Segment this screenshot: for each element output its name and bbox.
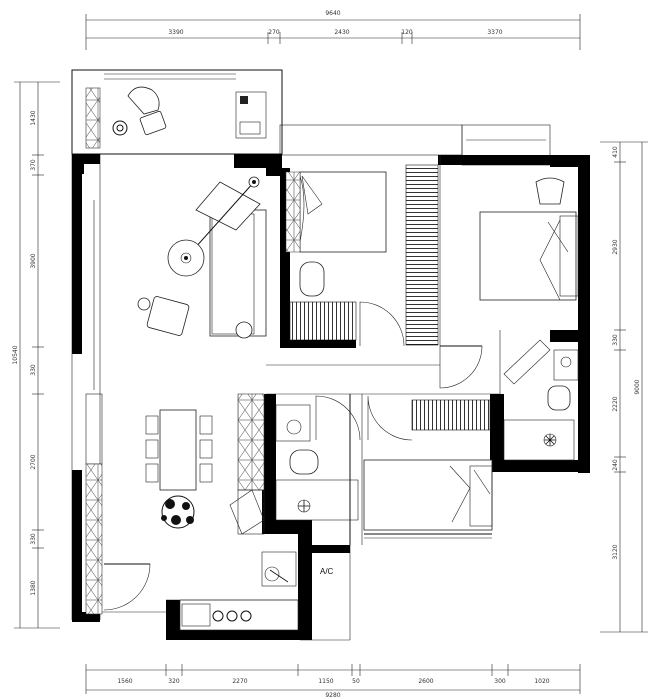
bathroom-2 xyxy=(275,395,413,521)
dim-left-seg-7: 1380 xyxy=(30,580,37,595)
dim-right-seg-2: 2930 xyxy=(612,239,619,254)
wardrobe-icon xyxy=(285,171,301,253)
bath-toilet-icon xyxy=(289,449,319,475)
dim-bottom-seg-6: 2600 xyxy=(418,678,433,685)
sofa-icon xyxy=(195,181,267,339)
dim-top-total: 9640 xyxy=(325,10,340,17)
dining-table-icon xyxy=(159,409,197,491)
dim-top-seg-5: 3370 xyxy=(487,29,502,36)
dim-right-seg-3: 330 xyxy=(612,334,619,346)
dim-top-seg-4: 120 xyxy=(401,29,413,36)
dim-left-seg-4: 330 xyxy=(30,364,37,376)
dining-area xyxy=(145,409,213,529)
dim-right-seg-5: 240 xyxy=(612,459,619,471)
lounge-chair-icon xyxy=(127,86,167,136)
balcony xyxy=(85,86,267,149)
entrance-door xyxy=(103,563,151,611)
bed-icon xyxy=(479,211,577,301)
ac-label: A/C xyxy=(320,567,334,576)
washing-machine-icon xyxy=(235,91,267,139)
wardrobe-column xyxy=(405,164,439,346)
plant-icon xyxy=(161,495,195,529)
stove-icon xyxy=(212,610,252,622)
kitchen: A/C xyxy=(179,393,334,631)
dim-top-seg-2: 270 xyxy=(268,29,280,36)
dim-right-seg-1: 410 xyxy=(612,146,619,158)
coffee-table-icon xyxy=(167,239,205,277)
dim-bottom-total: 9280 xyxy=(325,692,340,699)
dim-bottom-seg-4: 1150 xyxy=(318,678,333,685)
master-toilet-icon xyxy=(547,385,571,411)
dim-bottom-seg-2: 320 xyxy=(168,678,180,685)
bed-3-icon xyxy=(363,459,493,531)
dim-bottom-seg-3: 2270 xyxy=(232,678,247,685)
dim-right-total: 9000 xyxy=(634,379,641,394)
toilet-icon xyxy=(299,261,325,297)
dimension-right: 410 2930 330 2220 240 3120 9000 xyxy=(600,141,648,633)
dimension-left: 10540 1430 370 3900 330 2700 330 1380 xyxy=(12,81,60,629)
bedroom-1 xyxy=(280,168,405,348)
partitions xyxy=(349,155,501,545)
bedroom-3 xyxy=(363,399,493,539)
living-room xyxy=(85,176,267,615)
wall-cabinets xyxy=(85,200,103,615)
dim-left-seg-3: 3900 xyxy=(30,253,37,268)
master-bathroom xyxy=(503,339,579,461)
armchair-icon xyxy=(137,296,190,336)
structural-walls xyxy=(72,154,590,640)
kitchen-sink-icon xyxy=(261,551,297,587)
dim-left-seg-1: 1430 xyxy=(30,110,37,125)
master-bedroom xyxy=(438,155,579,389)
dim-left-total: 10540 xyxy=(12,345,19,364)
dim-bottom-seg-1: 1560 xyxy=(117,678,132,685)
dim-top-seg-3: 2430 xyxy=(334,29,349,36)
side-table-icon xyxy=(112,120,128,136)
dim-left-seg-6: 330 xyxy=(30,533,37,545)
floor-drain-icon xyxy=(297,499,311,513)
dimension-top: 9640 3390 270 2430 120 3370 xyxy=(85,10,581,50)
round-seat-icon xyxy=(535,177,565,205)
shower-icon xyxy=(543,433,557,447)
dim-bottom-seg-7: 300 xyxy=(494,678,506,685)
dimension-bottom: 1560 320 2270 1150 50 2600 300 1020 9280 xyxy=(85,664,581,699)
dim-bottom-seg-8: 1020 xyxy=(534,678,549,685)
dim-top-seg-1: 3390 xyxy=(168,29,183,36)
dim-left-seg-5: 2700 xyxy=(30,454,37,469)
dim-left-seg-2: 370 xyxy=(30,159,37,171)
dim-right-seg-6: 3120 xyxy=(612,544,619,559)
dim-right-seg-4: 2220 xyxy=(612,396,619,411)
dim-bottom-seg-5: 50 xyxy=(352,678,360,685)
